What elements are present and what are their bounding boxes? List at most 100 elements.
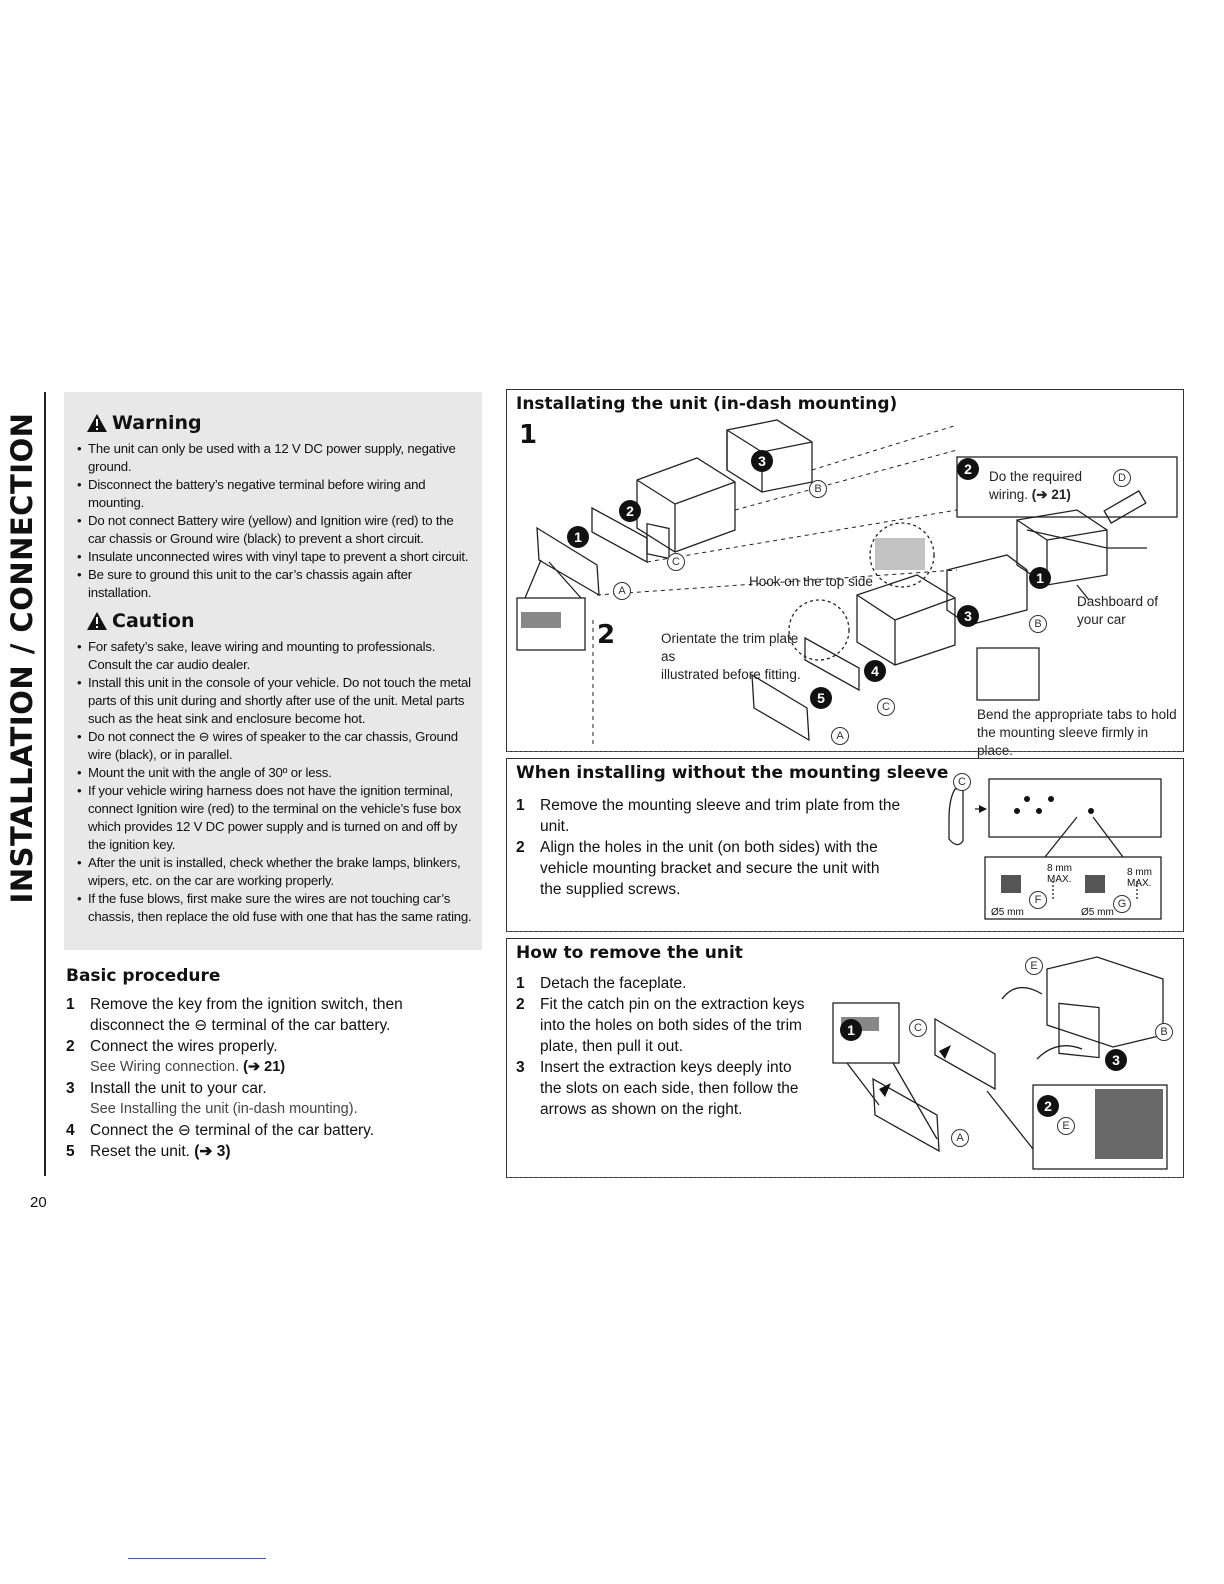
remove-box-divider — [507, 1177, 1183, 1178]
label-b-remove: B — [1155, 1023, 1173, 1041]
warning-caution-panel: Warning The unit can only be used with a… — [64, 392, 482, 950]
step-text: Install the unit to your car. — [90, 1080, 267, 1097]
step-item: 2 Connect the wires properly. See Wiring c… — [66, 1036, 466, 1078]
bullet-item: Install this unit in the console of your… — [74, 674, 474, 728]
bullet-item: If the fuse blows, first make sure the w… — [74, 890, 474, 926]
bullet-item: Mount the unit with the angle of 30º or … — [74, 764, 474, 782]
label-c: C — [667, 553, 685, 571]
screw-len-2: 8 mm — [1127, 867, 1152, 878]
badge-3-step2: 3 — [957, 605, 979, 627]
badge-2-remove: 2 — [1037, 1095, 1059, 1117]
step-number: 3 — [516, 1059, 525, 1076]
caution-icon — [87, 612, 107, 630]
bullet-item: The unit can only be used with a 12 V DC… — [74, 440, 474, 476]
wiring-note-line2: wiring. — [989, 487, 1029, 502]
bullet-item: After the unit is installed, check wheth… — [74, 854, 474, 890]
badge-1: 1 — [567, 526, 589, 548]
caution-title: Caution — [112, 610, 195, 632]
sleeve-box-divider — [507, 931, 1183, 932]
label-a-step2: A — [831, 727, 849, 745]
bend-note: Bend the appropriate tabs to hold the mo… — [977, 706, 1182, 760]
sleeve-diagram — [948, 778, 1162, 920]
label-c-sleeve: C — [953, 773, 971, 791]
step-number: 2 — [66, 1038, 75, 1055]
label-c-remove: C — [909, 1019, 927, 1037]
orientate-line2: illustrated before fitting. — [661, 667, 801, 682]
badge-1-remove: 1 — [840, 1019, 862, 1041]
wiring-ref: (➔ 21) — [1031, 487, 1071, 502]
screw-len-1: 8 mm — [1047, 863, 1072, 874]
install-box-divider — [507, 751, 1183, 752]
sleeve-box: When installing without the mounting sle… — [506, 758, 1184, 932]
badge-2: 2 — [619, 500, 641, 522]
install-step-1: 1 — [519, 420, 538, 450]
step-number: 1 — [516, 797, 525, 814]
warning-title: Warning — [112, 412, 202, 434]
wiring-note-line1: Do the required — [989, 469, 1083, 484]
step-number: 2 — [516, 996, 525, 1013]
step-item: 3 Insert the extraction keys deeply into … — [516, 1057, 816, 1120]
warning-heading: Warning — [86, 412, 202, 434]
sleeve-steps: 1 Remove the mounting sleeve and trim pla… — [516, 795, 901, 900]
section-title: INSTALLATION / CONNECTION — [2, 388, 42, 928]
label-e-zoom: E — [1057, 1117, 1075, 1135]
footer-link-underline — [128, 1558, 266, 1559]
warning-list: The unit can only be used with a 12 V DC… — [74, 440, 474, 602]
hook-label: Hook on the top side — [749, 574, 873, 589]
step-number: 5 — [66, 1143, 75, 1160]
dashboard-line1: Dashboard of — [1077, 594, 1159, 609]
diameter-2: Ø5 mm — [1081, 907, 1114, 918]
step-text: Connect the wires properly. — [90, 1038, 278, 1055]
remove-box-title: How to remove the unit — [516, 943, 743, 963]
orientate-line1: Orientate the trim plate as — [661, 631, 799, 664]
step-sub: See Wiring connection. (➔ 21) — [90, 1057, 466, 1078]
label-b-step2: B — [1029, 615, 1047, 633]
bullet-item: Disconnect the battery’s negative termin… — [74, 476, 474, 512]
caution-list: For safety’s sake, leave wiring and moun… — [74, 638, 474, 926]
step-text: Remove the key from the ignition switch,… — [90, 996, 403, 1034]
step-text: Detach the faceplate. — [540, 975, 687, 992]
step-number: 1 — [516, 975, 525, 992]
badge-3-remove: 3 — [1105, 1049, 1127, 1071]
screw-max-1: MAX. — [1047, 874, 1072, 885]
step-text: Insert the extraction keys deeply into t… — [540, 1059, 799, 1118]
step-item: 2 Fit the catch pin on the extraction key… — [516, 994, 816, 1057]
warning-icon — [87, 414, 107, 432]
section-title-text: INSTALLATION / CONNECTION — [5, 412, 39, 904]
label-f: F — [1029, 891, 1047, 909]
label-e-remove: E — [1025, 957, 1043, 975]
label-a: A — [613, 582, 631, 600]
remove-diagram — [832, 956, 1168, 1170]
caution-heading: Caution — [86, 610, 194, 632]
step-text: Reset the unit. — [90, 1143, 190, 1160]
wiring-note: Do the required wiring. (➔ 21) — [989, 468, 1139, 504]
badge-1-step2: 1 — [1029, 567, 1051, 589]
bullet-item: Insulate unconnected wires with vinyl ta… — [74, 548, 474, 566]
remove-box: How to remove the unit 1 Detach the facep… — [506, 938, 1184, 1178]
step-sub: See Installing the unit (in-dash mountin… — [90, 1099, 466, 1120]
step-ref: (➔ 3) — [194, 1143, 231, 1160]
bend-line1: Bend the appropriate tabs to hold — [977, 707, 1177, 722]
bullet-item: For safety’s sake, leave wiring and moun… — [74, 638, 474, 674]
diameter-1: Ø5 mm — [991, 907, 1024, 918]
label-c-step2: C — [877, 698, 895, 716]
bend-line2: the mounting sleeve firmly in place. — [977, 725, 1149, 758]
step-ref: (➔ 21) — [243, 1059, 286, 1075]
install-box-title: Installating the unit (in-dash mounting) — [516, 394, 898, 414]
step-number: 2 — [516, 839, 525, 856]
step-text: Fit the catch pin on the extraction keys… — [540, 996, 805, 1055]
step-number: 1 — [66, 996, 75, 1013]
step-sub-text: See Wiring connection. — [90, 1059, 240, 1075]
basic-procedure-title: Basic procedure — [66, 966, 221, 986]
badge-3: 3 — [751, 450, 773, 472]
install-box: Installating the unit (in-dash mounting)… — [506, 389, 1184, 758]
step-text: Remove the mounting sleeve and trim plat… — [540, 797, 901, 835]
step-number: 4 — [66, 1122, 75, 1139]
dashboard-line2: your car — [1077, 612, 1126, 627]
label-g: G — [1113, 895, 1131, 913]
label-a-remove: A — [951, 1129, 969, 1147]
